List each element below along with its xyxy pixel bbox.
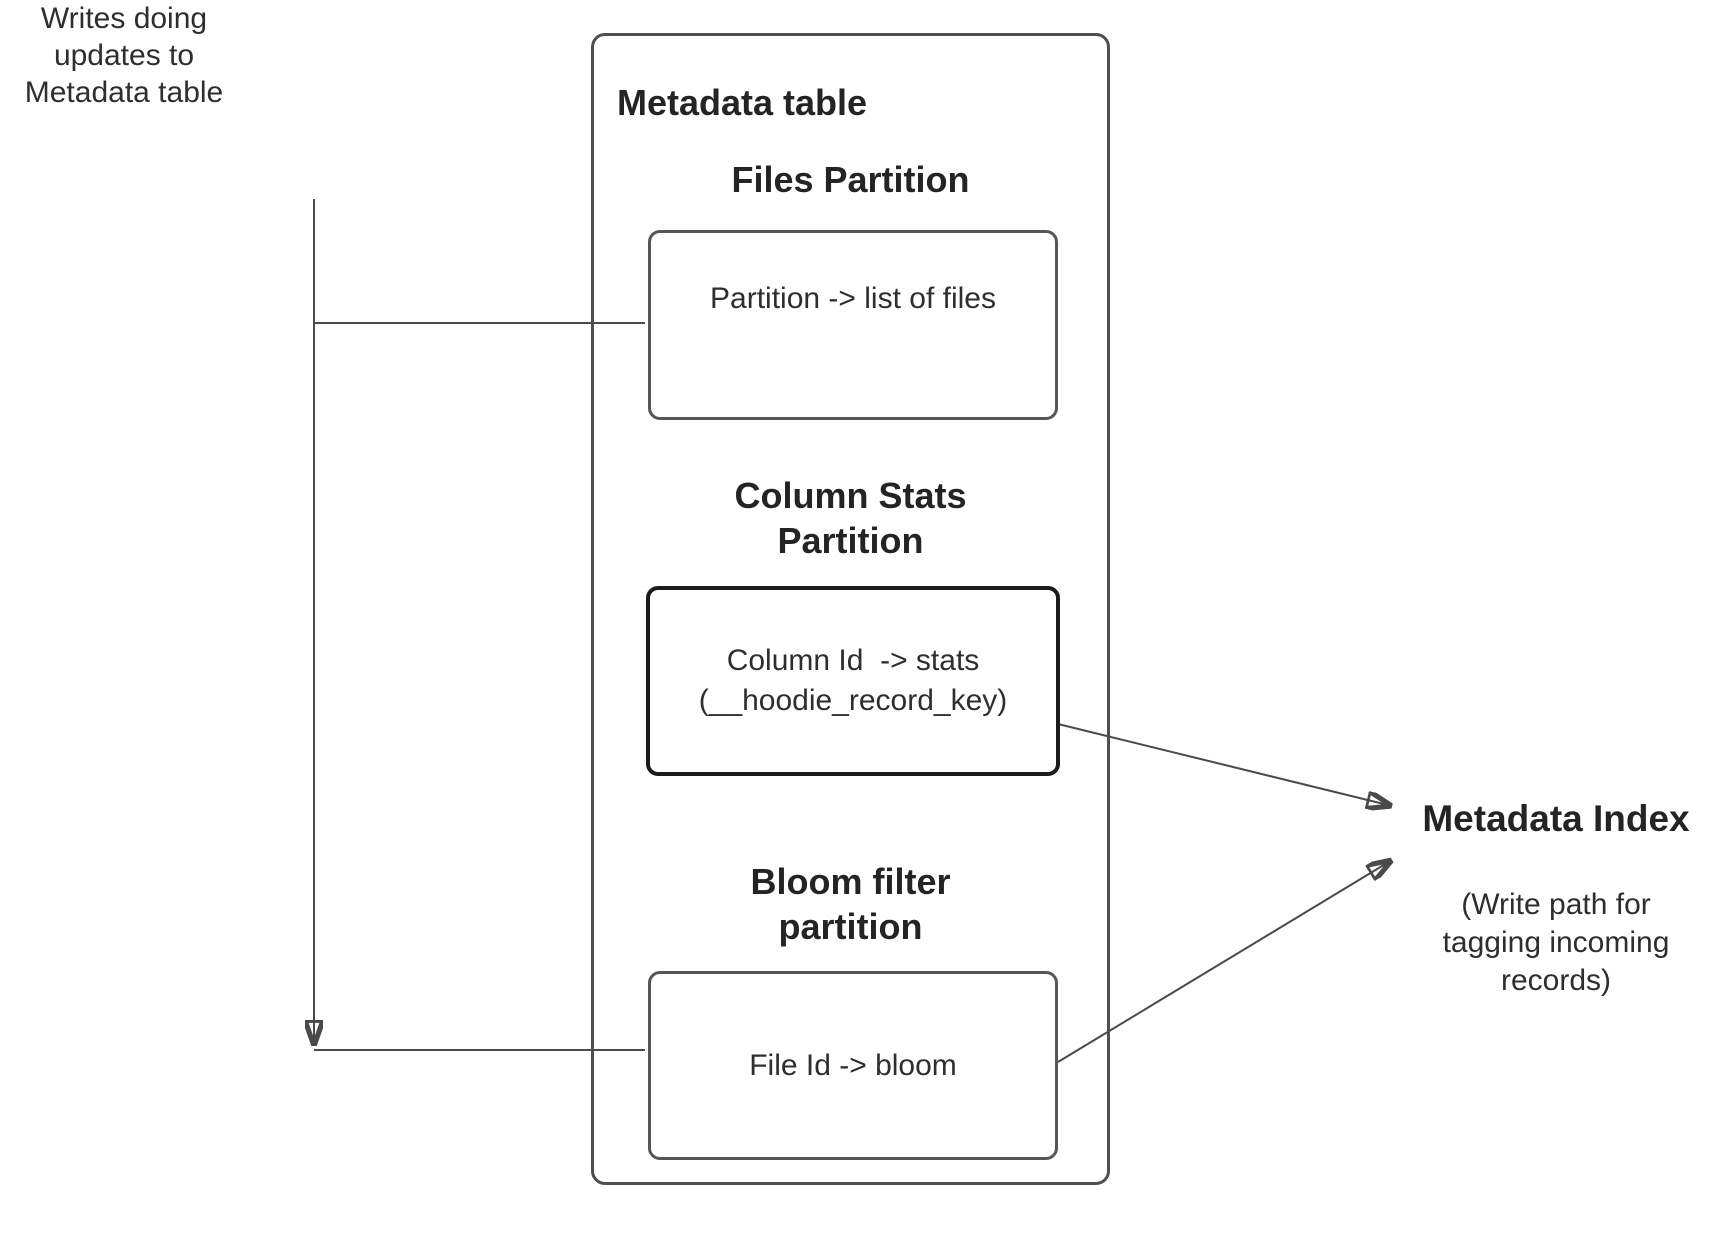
files-partition-box: Partition -> list of files <box>648 230 1058 420</box>
files-partition-heading: Files Partition <box>731 159 970 200</box>
writes-updates-note: Writes doing updates to Metadata table <box>24 2 224 109</box>
metadata-index-title: Metadata Index <box>1422 798 1690 839</box>
metadata-table-box: Metadata table Files Partition Partition… <box>591 33 1110 1185</box>
bloom-filter-partition-heading: Bloom filter partition <box>750 861 951 947</box>
column-stats-to-index-arrow <box>1057 723 1392 806</box>
bloom-filter-partition-body: File Id -> bloom <box>749 1048 957 1082</box>
bloom-filter-partition-box: File Id -> bloom <box>648 971 1058 1160</box>
metadata-table-title: Metadata table <box>617 82 868 123</box>
files-partition-body: Partition -> list of files <box>710 282 996 315</box>
column-stats-partition-heading: Column Stats Partition <box>734 475 967 561</box>
column-stats-partition-box: Column Id -> stats (__hoodie_record_key) <box>646 586 1060 776</box>
column-stats-partition-body: Column Id -> stats (__hoodie_record_key) <box>698 644 1008 717</box>
metadata-index-subtitle: (Write path for tagging incoming records… <box>1442 888 1670 997</box>
bloom-to-index-arrow <box>1057 860 1392 1063</box>
